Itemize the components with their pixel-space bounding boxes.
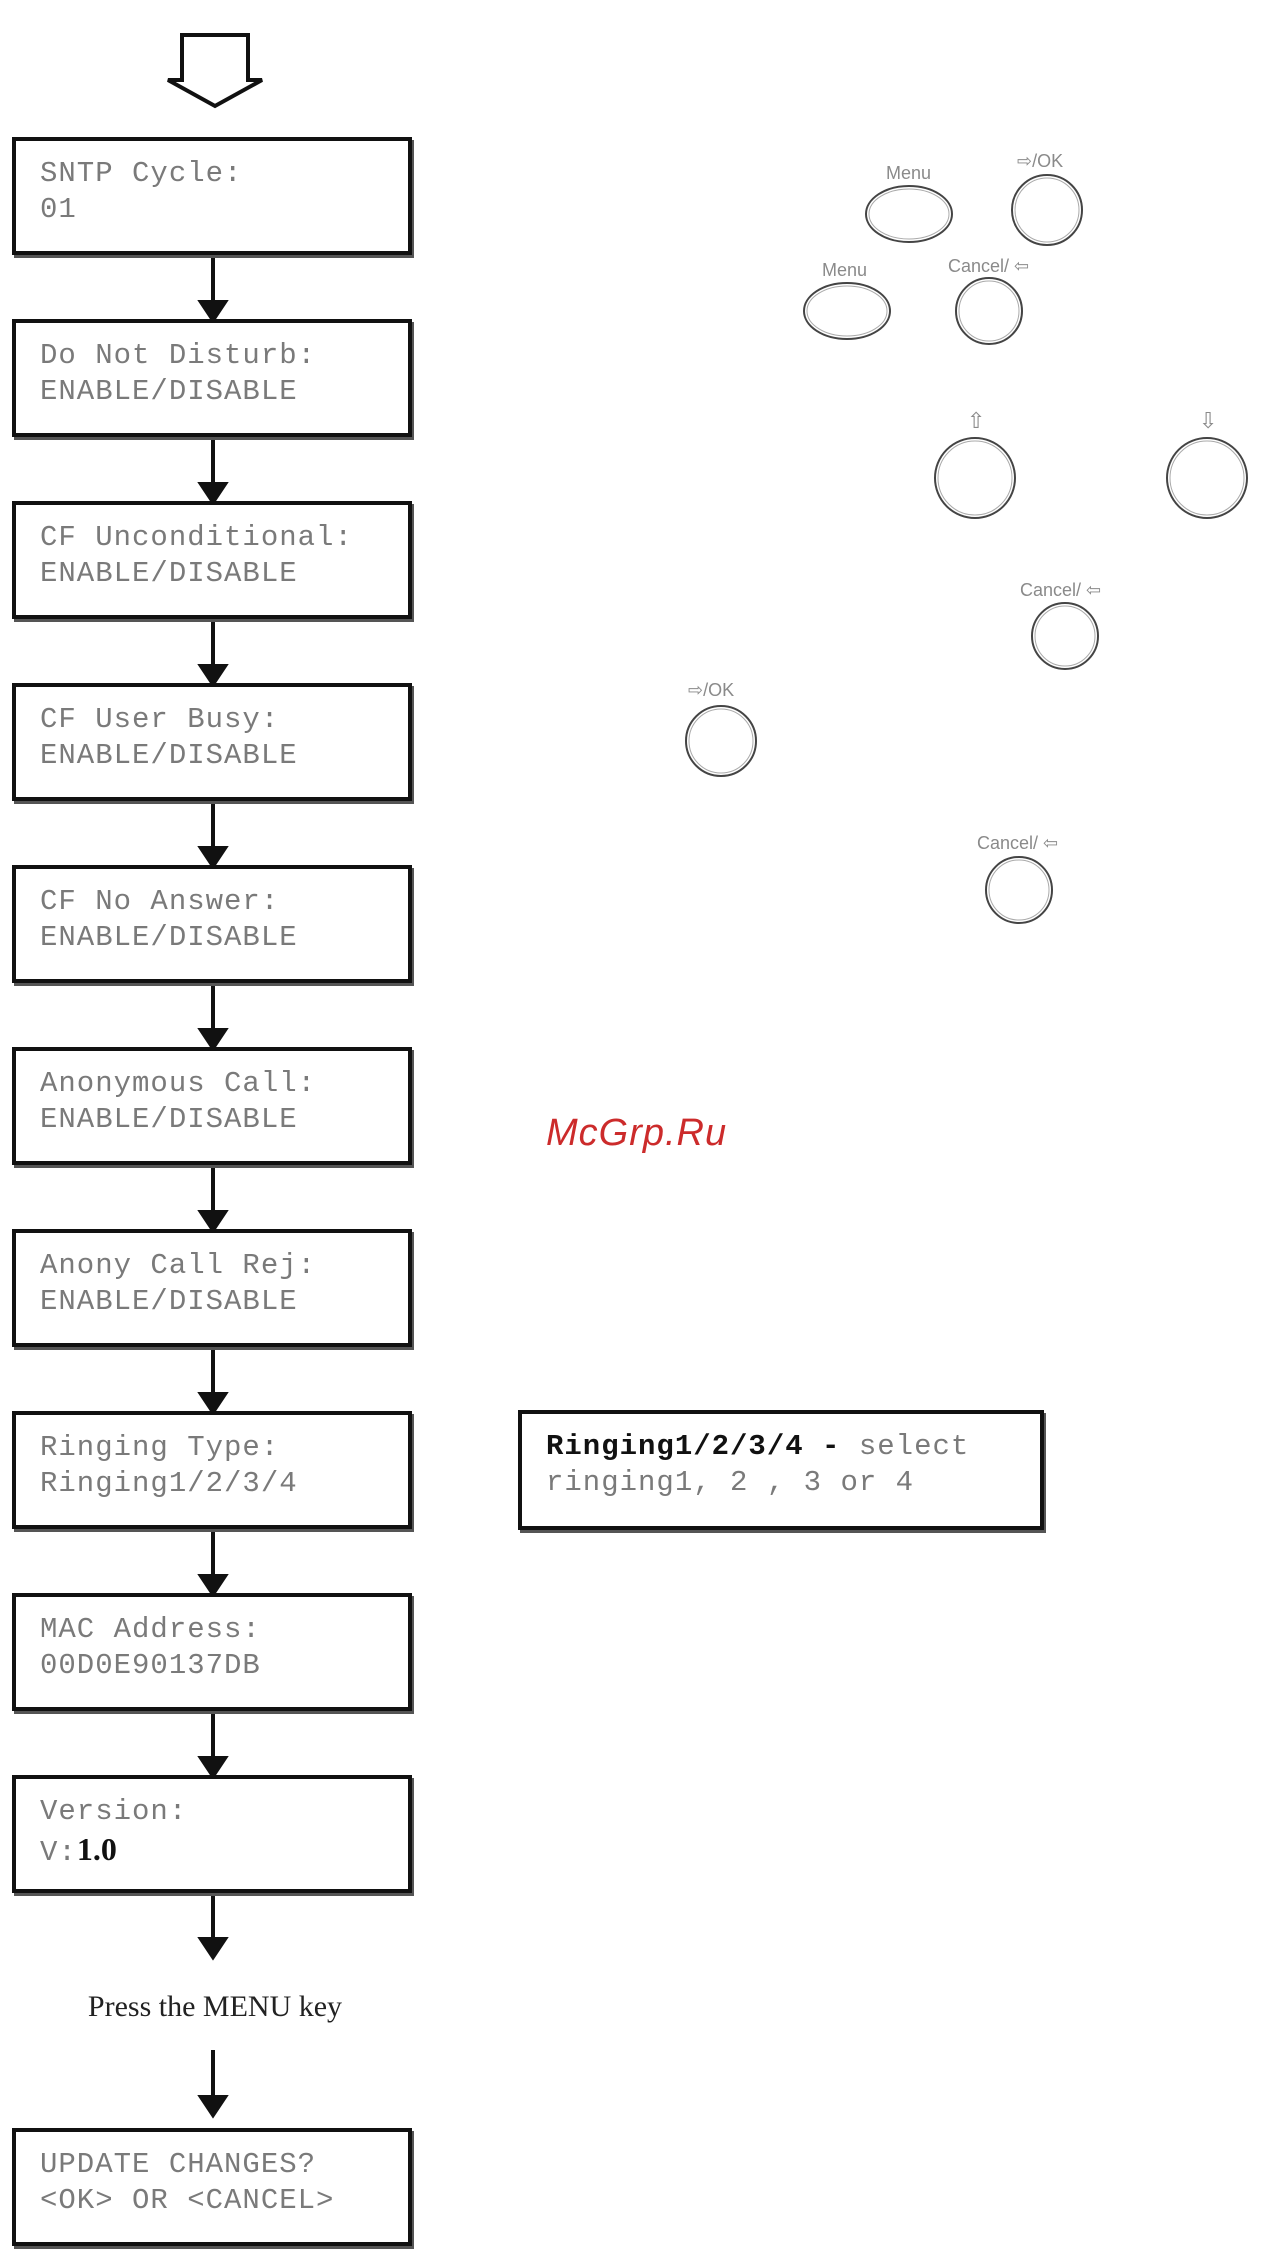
menu-button-2[interactable]: [803, 282, 891, 340]
connector-arrows: [197, 255, 229, 2119]
cancel-label-2: Cancel/ ⇦: [1020, 580, 1102, 600]
start-arrow-icon: [167, 33, 263, 109]
screen-line-1: CF No Answer:: [40, 885, 280, 918]
menu-label: Menu: [886, 163, 932, 183]
watermark: McGrp.Ru: [546, 1112, 728, 1154]
down-arrow-icon: ⇩: [1199, 408, 1218, 433]
cancel-label: Cancel/ ⇦: [948, 256, 1030, 276]
screen-line-2: ENABLE/DISABLE: [40, 1103, 298, 1136]
cancel-button-3[interactable]: [985, 856, 1053, 924]
screen-line-2: <OK> OR <CANCEL>: [40, 2184, 335, 2217]
up-arrow-icon: ⇧: [967, 408, 986, 433]
note-line-2: ringing1, 2 , 3 or 4: [546, 1466, 915, 1499]
screen-line-1: MAC Address:: [40, 1613, 261, 1646]
screen-line-2: ENABLE/DISABLE: [40, 921, 298, 954]
up-button[interactable]: [934, 437, 1016, 519]
screen-update-changes: UPDATE CHANGES? <OK> OR <CANCEL>: [12, 2128, 412, 2246]
screen-cf-user-busy: CF User Busy: ENABLE/DISABLE: [12, 683, 412, 801]
screen-line-2: Ringing1/2/3/4: [40, 1467, 298, 1500]
cancel-button-2[interactable]: [1031, 602, 1099, 670]
version-prefix: V:: [40, 1836, 77, 1869]
down-button[interactable]: [1166, 437, 1248, 519]
screen-cf-no-answer: CF No Answer: ENABLE/DISABLE: [12, 865, 412, 983]
screen-line-1: SNTP Cycle:: [40, 157, 243, 190]
screen-line-1: Version:: [40, 1795, 188, 1828]
screen-ringing-type: Ringing Type: Ringing1/2/3/4: [12, 1411, 412, 1529]
screen-line-2: ENABLE/DISABLE: [40, 1285, 298, 1318]
menu-label-2: Menu: [822, 260, 868, 280]
screen-cf-unconditional: CF Unconditional: ENABLE/DISABLE: [12, 501, 412, 619]
screen-line-1: Anony Call Rej:: [40, 1249, 317, 1282]
press-menu-caption: Press the MENU key: [87, 1990, 343, 2023]
screen-line-2: 01: [40, 193, 77, 226]
screen-line-1: UPDATE CHANGES?: [40, 2148, 317, 2181]
ok-button[interactable]: [1011, 174, 1083, 246]
screen-line-1: Ringing Type:: [40, 1431, 280, 1464]
note-bold: Ringing1/2/3/4 -: [546, 1430, 841, 1463]
screen-sntp-cycle: SNTP Cycle: 01: [12, 137, 412, 255]
screen-line-2: 00D0E90137DB: [40, 1649, 261, 1682]
ringing-note: Ringing1/2/3/4 - select ringing1, 2 , 3 …: [518, 1410, 1044, 1530]
cancel-button[interactable]: [955, 277, 1023, 345]
screen-line-1: Anonymous Call:: [40, 1067, 317, 1100]
cancel-label-3: Cancel/ ⇦: [977, 833, 1059, 853]
screen-line-2: ENABLE/DISABLE: [40, 375, 298, 408]
screen-anony-call-rej: Anony Call Rej: ENABLE/DISABLE: [12, 1229, 412, 1347]
screen-anonymous-call: Anonymous Call: ENABLE/DISABLE: [12, 1047, 412, 1165]
screen-line-1: CF User Busy:: [40, 703, 280, 736]
screen-line-1: CF Unconditional:: [40, 521, 353, 554]
screen-mac-address: MAC Address: 00D0E90137DB: [12, 1593, 412, 1711]
ok-label-2: ⇨/OK: [688, 680, 735, 700]
screen-do-not-disturb: Do Not Disturb: ENABLE/DISABLE: [12, 319, 412, 437]
screen-line-2: V:1.0: [40, 1831, 117, 1869]
note-line-1: Ringing1/2/3/4 - select: [546, 1430, 969, 1463]
screen-version: Version: V:1.0: [12, 1775, 412, 1893]
menu-button[interactable]: [865, 185, 953, 243]
ok-button-2[interactable]: [685, 705, 757, 777]
ok-label: ⇨/OK: [1017, 151, 1064, 171]
version-value: 1.0: [76, 1831, 117, 1867]
screen-line-1: Do Not Disturb:: [40, 339, 317, 372]
note-rest: select: [840, 1430, 970, 1463]
screen-line-2: ENABLE/DISABLE: [40, 557, 298, 590]
screen-line-2: ENABLE/DISABLE: [40, 739, 298, 772]
